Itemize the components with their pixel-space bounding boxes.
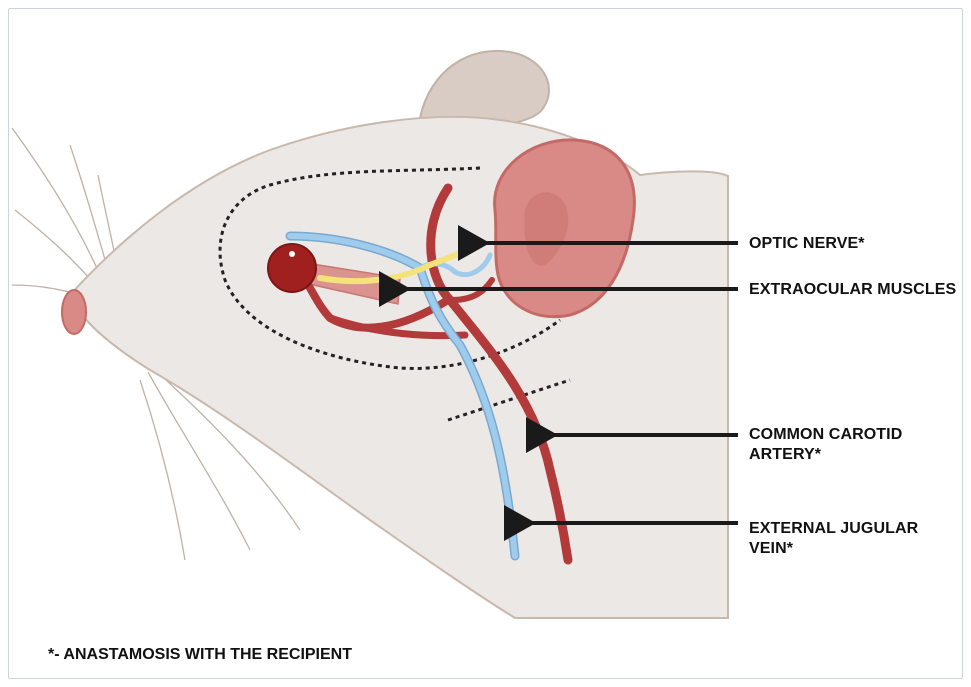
eye-highlight: [289, 251, 295, 257]
label-extraocular-muscles: EXTRAOCULAR MUSCLES: [749, 280, 956, 300]
label-optic-nerve: OPTIC NERVE*: [749, 234, 865, 254]
label-common-carotid-line2: ARTERY*: [749, 445, 821, 465]
label-external-jugular-line1: EXTERNAL JUGULAR: [749, 519, 918, 539]
label-external-jugular-line2: VEIN*: [749, 539, 793, 559]
nose: [62, 290, 86, 334]
rear-ear: [420, 51, 549, 126]
footnote: *- ANASTAMOSIS WITH THE RECIPIENT: [48, 646, 352, 664]
label-common-carotid-line1: COMMON CAROTID: [749, 425, 902, 445]
